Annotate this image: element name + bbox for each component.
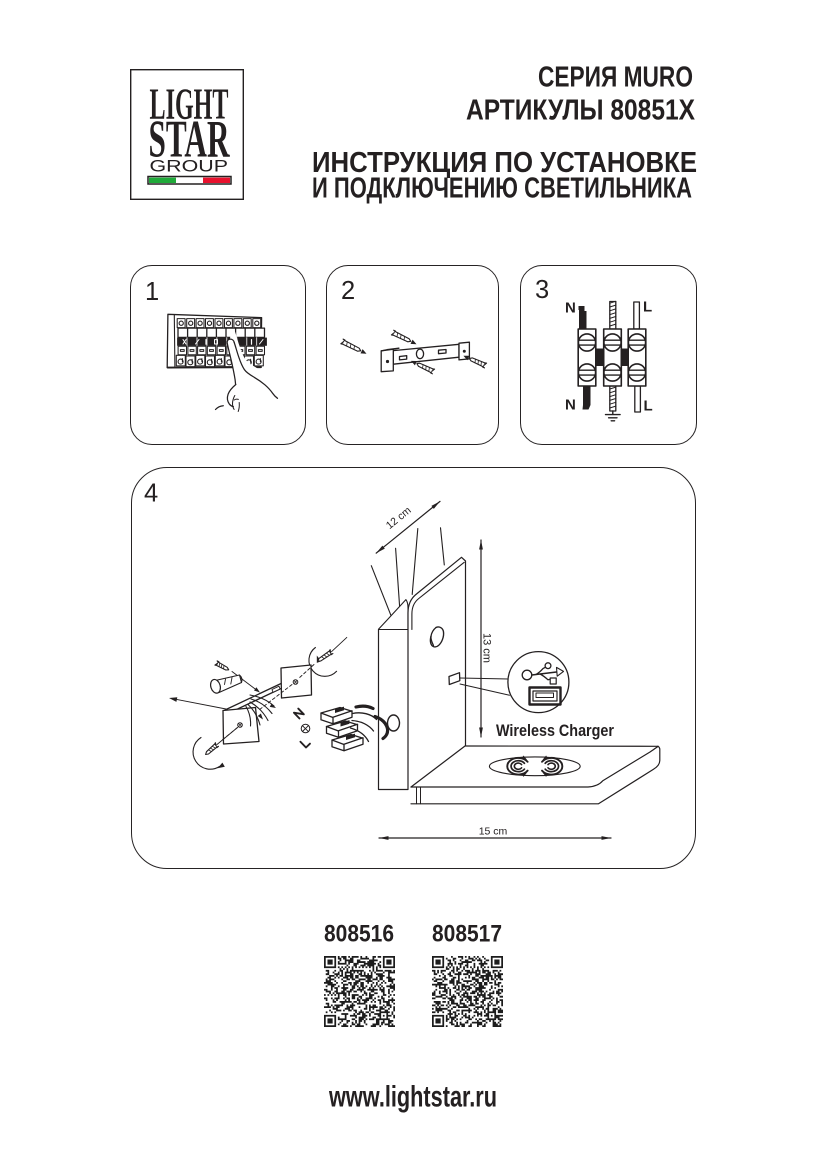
svg-text:СЕРИЯ MURO: СЕРИЯ MURO [538,62,693,94]
svg-text:1: 1 [145,278,159,306]
svg-text:АРТИКУЛЫ 80851X: АРТИКУЛЫ 80851X [466,95,696,127]
svg-text:GROUP: GROUP [150,158,229,176]
svg-text:3: 3 [535,276,549,304]
svg-text:ИНСТРУКЦИЯ ПО УСТАНОВКЕ: ИНСТРУКЦИЯ ПО УСТАНОВКЕ [312,147,697,179]
svg-text:L: L [644,398,653,415]
svg-text:13 cm: 13 cm [480,633,492,663]
svg-text:808517: 808517 [432,921,502,948]
svg-text:2: 2 [341,277,355,305]
svg-text:И ПОДКЛЮЧЕНИЮ СВЕТИЛЬНИКА: И ПОДКЛЮЧЕНИЮ СВЕТИЛЬНИКА [312,173,692,205]
svg-text:Wireless Charger: Wireless Charger [496,721,614,740]
svg-text:L: L [643,299,652,316]
svg-text:4: 4 [144,480,158,508]
svg-text:808516: 808516 [324,921,394,948]
svg-text:LIGHT: LIGHT [150,80,229,129]
svg-text:www.lightstar.ru: www.lightstar.ru [328,1081,497,1114]
svg-text:N: N [565,300,576,317]
svg-text:N: N [565,397,576,414]
svg-text:STAR: STAR [149,111,230,169]
svg-text:15 cm: 15 cm [479,826,508,838]
svg-text:12 cm: 12 cm [384,504,414,531]
